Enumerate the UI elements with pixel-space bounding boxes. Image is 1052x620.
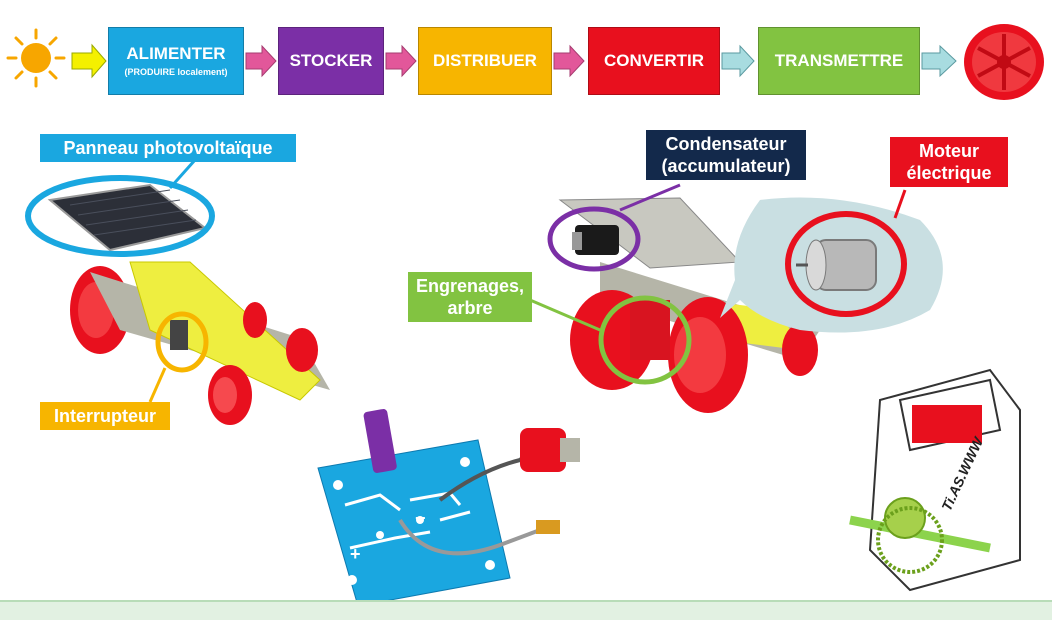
chain-label-stocker: STOCKER	[289, 51, 373, 70]
engrenages-highlight-ring	[598, 295, 692, 385]
solar-car-left	[47, 183, 330, 425]
interrupteur-highlight-ring	[155, 311, 209, 373]
chain-sublabel-alimenter: (PRODUIRE localement)	[124, 67, 228, 77]
panneau-highlight-ring	[25, 175, 215, 257]
wheel-icon	[962, 22, 1046, 102]
arrow-5	[721, 44, 755, 78]
chain-label-distribuer: DISTRIBUER	[433, 51, 537, 70]
callout-interrupteur: Interrupteur	[40, 402, 170, 430]
board-plus-label: +	[350, 544, 361, 564]
callout-moteur: Moteur électrique	[890, 137, 1008, 187]
chain-label-alimenter: ALIMENTER	[126, 44, 226, 63]
condensateur-highlight-ring	[547, 206, 641, 272]
arrow-4	[553, 44, 585, 78]
gearbox-drawing	[849, 368, 1021, 592]
chain-box-alimenter: ALIMENTER (PRODUIRE localement)	[108, 27, 244, 95]
chain-label-convertir: CONVERTIR	[603, 51, 705, 70]
arrow-6	[921, 44, 957, 78]
arrow-1	[71, 43, 107, 79]
bottom-band	[0, 600, 1052, 620]
motor-illustration	[796, 239, 877, 291]
chain-label-transmettre: TRANSMETTRE	[774, 51, 904, 70]
moteur-highlight-ring	[785, 211, 907, 317]
arrow-3	[385, 44, 417, 78]
chain-box-stocker: STOCKER	[278, 27, 384, 95]
callout-engrenages: Engrenages, arbre	[408, 272, 532, 322]
chain-box-distribuer: DISTRIBUER	[418, 27, 552, 95]
circuit-board: + −	[317, 409, 580, 607]
arrow-2	[245, 44, 277, 78]
board-minus-label: −	[415, 508, 426, 528]
chain-box-transmettre: TRANSMETTRE	[758, 27, 920, 95]
callout-condensateur: Condensateur (accumulateur)	[646, 130, 806, 180]
sun-icon	[6, 28, 66, 88]
callout-panneau: Panneau photovoltaïque	[40, 134, 296, 162]
solar-car-right	[558, 197, 820, 413]
chain-box-convertir: CONVERTIR	[588, 27, 720, 95]
chain-arrows	[71, 43, 957, 79]
